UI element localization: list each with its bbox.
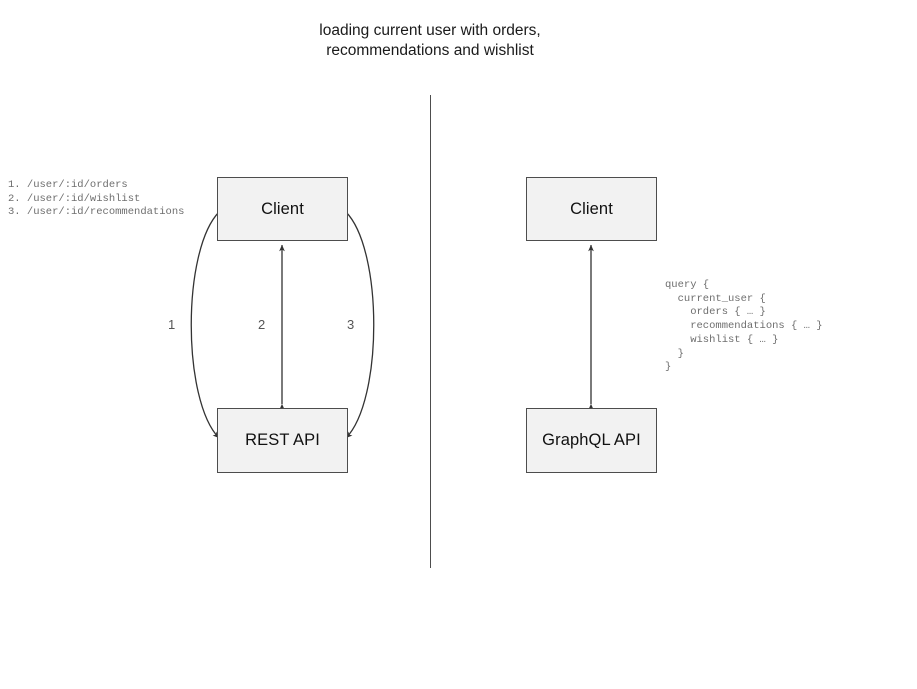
edge-label-3: 3 <box>347 317 355 332</box>
panel-divider <box>430 95 431 568</box>
node-graphql-api-label: GraphQL API <box>542 431 641 449</box>
node-rest-api[interactable]: REST API <box>217 408 348 473</box>
page-title: loading current user with orders, recomm… <box>319 22 541 59</box>
node-graphql-client[interactable]: Client <box>526 177 657 241</box>
node-graphql-client-label: Client <box>570 199 613 218</box>
node-rest-api-label: REST API <box>245 431 320 449</box>
node-rest-client-label: Client <box>261 199 304 218</box>
node-rest-client[interactable]: Client <box>217 177 348 241</box>
rest-edge-1-curve <box>190 205 226 439</box>
graphql-query-snippet: query { current_user { orders { … } reco… <box>665 279 823 374</box>
edge-label-2: 2 <box>258 317 266 332</box>
edge-label-1: 1 <box>168 317 176 332</box>
node-graphql-api[interactable]: GraphQL API <box>526 408 657 473</box>
rest-endpoint-list: 1. /user/:id/orders 2. /user/:id/wishlis… <box>8 179 185 219</box>
